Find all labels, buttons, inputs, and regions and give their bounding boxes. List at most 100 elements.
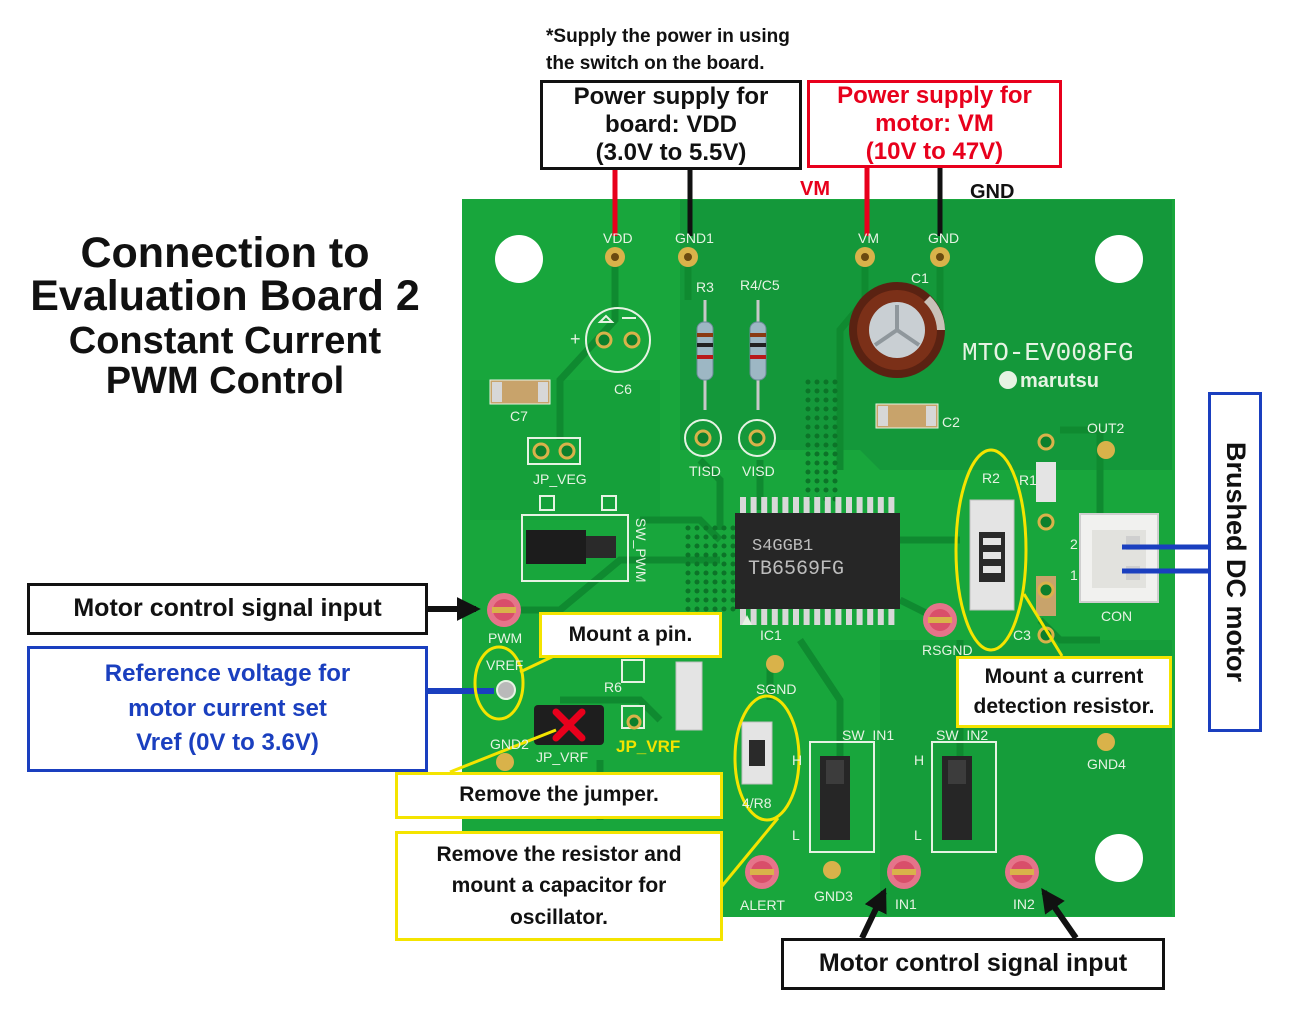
via [685,606,691,612]
con-connector [1079,513,1159,603]
via [694,543,700,549]
silk-sw-pwm: SW_PWM [633,518,649,583]
via [703,561,709,567]
note-line-2: the switch on the board. [546,52,765,74]
silk-c7: C7 [510,408,528,424]
vref-line-2: motor current set [128,694,327,722]
via [721,606,727,612]
via [832,379,838,385]
via [730,570,736,576]
via [685,597,691,603]
silk-r1: R1 [1019,472,1037,488]
ic1-chip [735,497,900,625]
current-line-1: Mount a current [984,664,1144,688]
via [721,561,727,567]
via [685,543,691,549]
via [805,415,811,421]
via [703,570,709,576]
ic-pin [793,609,799,625]
current-resistor-callout: Mount a current detection resistor. [956,656,1172,728]
silk-r4r8: 4/R8 [742,795,772,811]
silk-out2: OUT2 [1087,420,1125,436]
ic-pin [750,609,757,625]
via [721,579,727,585]
via [814,478,820,484]
ic-pin [814,497,821,513]
via [814,397,820,403]
via [721,588,727,594]
remove-jumper-label: Remove the jumper. [459,783,659,807]
ic-pin [750,497,757,513]
via [805,442,811,448]
silk-alert: ALERT [740,897,785,913]
via [685,561,691,567]
via [814,388,820,394]
ic-pin [877,609,884,625]
via [814,442,820,448]
via [685,534,691,540]
ic-pin [888,609,895,625]
silk-c6: C6 [614,381,632,397]
via [712,579,718,585]
r2-resistor [969,499,1015,611]
title-line-4: PWM Control [105,360,345,402]
red-test-terminals [487,593,1039,889]
sw-in-switches [809,741,997,853]
ic-pin [846,609,852,625]
via [805,451,811,457]
title-line-3: Constant Current [68,320,382,362]
via [730,588,736,594]
vdd-supply-box: Power supply for board: VDD (3.0V to 5.5… [540,80,802,170]
via [694,570,700,576]
silkscreen-labels: VDD GND1 VM GND R3 R4/C5 C6 C1 C7 C2 JP_… [486,230,1132,913]
via [712,570,718,576]
via [832,433,838,439]
mount-pin-label: Mount a pin. [568,622,693,646]
via [805,424,811,430]
ic-pin [782,497,789,513]
silk-pin-1: 1 [1070,567,1078,583]
page-title: Connection to Evaluation Board 2 Constan… [10,232,440,402]
via [694,561,700,567]
via [814,469,820,475]
via [712,534,718,540]
via [712,525,718,531]
via [694,597,700,603]
via [832,442,838,448]
ic-pin [771,497,778,513]
silk-rsgnd: RSGND [922,642,973,658]
brushed-dc-motor-box: Brushed DC motor [1208,392,1262,732]
via [730,597,736,603]
in-signal-input-box: Motor control signal input [781,938,1165,990]
vdd-line-2: board: VDD [605,110,737,138]
output-test-points [1037,433,1115,751]
via [832,460,838,466]
silk-c2: C2 [942,414,960,430]
top-terminals [605,247,950,267]
via [694,534,700,540]
ic-pin [856,609,863,625]
current-line-2: detection resistor. [973,695,1155,718]
silk-jp-veg: JP_VEG [533,471,587,487]
svg-text:+: + [570,329,581,349]
via [730,534,736,540]
silk-r4c5: R4/C5 [740,277,780,293]
silk-pwm: PWM [488,630,522,646]
via [712,543,718,549]
via [712,552,718,558]
via [805,388,811,394]
via [721,543,727,549]
via [832,478,838,484]
via [814,406,820,412]
silk-sgnd: SGND [756,681,796,697]
silk-sw-in1-l: L [792,827,800,843]
axial-resistors [696,300,767,410]
via [832,487,838,493]
silk-sw-in2: SW_IN2 [936,727,988,743]
via [832,406,838,412]
board-maker: marutsu [1020,370,1099,392]
arrow-to-in2 [1041,888,1079,940]
silk-gnd2: GND2 [490,736,529,752]
via [832,415,838,421]
